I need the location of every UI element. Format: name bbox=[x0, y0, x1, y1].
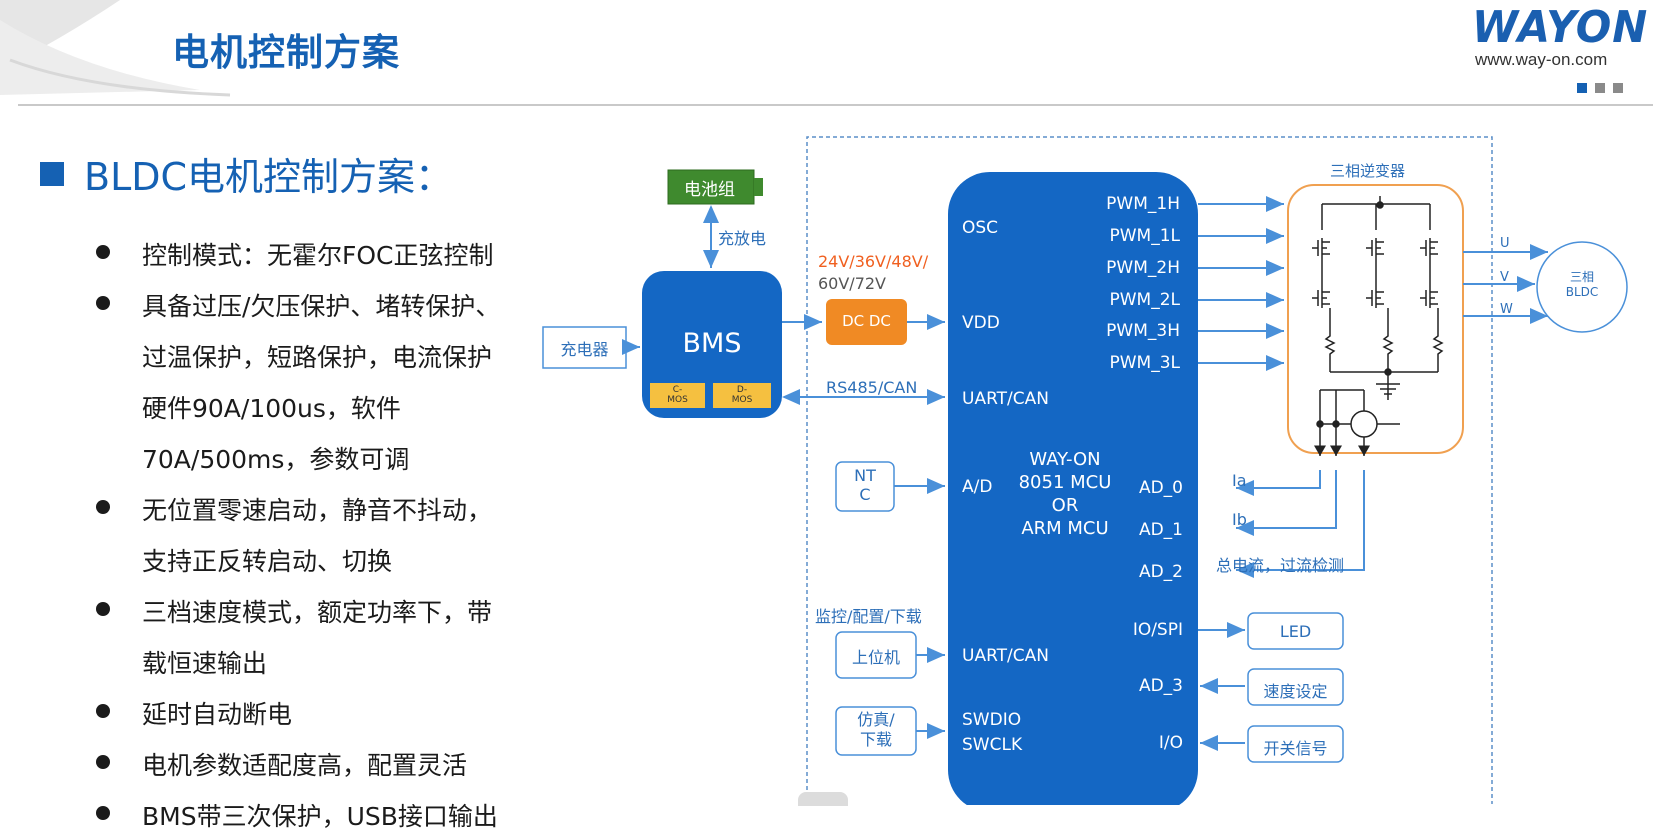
bullet-dot-icon bbox=[96, 704, 110, 718]
inverter-circuit bbox=[1312, 196, 1444, 456]
pin-pwm-2h: PWM_2H bbox=[1106, 258, 1180, 278]
bullet-dot-icon bbox=[96, 806, 110, 820]
feature-bullet-text: 电机参数适配度高，配置灵活 bbox=[142, 751, 468, 780]
ntc-label: NT C bbox=[854, 466, 876, 504]
bullet-dot-icon bbox=[96, 602, 110, 616]
ib-label: Ib bbox=[1232, 510, 1247, 529]
pin-uart-can-2: UART/CAN bbox=[962, 646, 1049, 666]
voltage-label-2: 60V/72V bbox=[818, 274, 886, 293]
dcdc-block bbox=[826, 299, 907, 345]
bms-label: BMS bbox=[682, 328, 742, 359]
motor-label: 三相 BLDC bbox=[1565, 270, 1599, 299]
phase-w-label: W bbox=[1500, 302, 1513, 317]
switch-signal-block bbox=[1247, 725, 1344, 763]
voltage-label-1: 24V/36V/48V/ bbox=[818, 252, 929, 271]
mcu-name-label: WAY-ON 8051 MCU OR ARM MCU bbox=[1018, 449, 1112, 539]
mcu-block bbox=[948, 172, 1198, 805]
pin-uart-can-1: UART/CAN bbox=[962, 389, 1049, 409]
inverter-block bbox=[1287, 184, 1464, 454]
ia-label: Ia bbox=[1232, 471, 1247, 490]
feature-bullet-text: 延时自动断电 bbox=[142, 700, 293, 729]
pwm-arrows bbox=[1198, 196, 1284, 371]
pin-io: I/O bbox=[1158, 733, 1183, 753]
pin-ad-0: AD_0 bbox=[1138, 478, 1183, 498]
pin-pwm-1l: PWM_1L bbox=[1109, 226, 1180, 246]
pin-ad-3: AD_3 bbox=[1138, 676, 1183, 696]
dashed-frame bbox=[806, 136, 1493, 804]
speed-set-label: 速度设定 bbox=[1263, 682, 1328, 701]
pin-ad-1: AD_1 bbox=[1138, 520, 1183, 540]
bullet-dot-icon bbox=[96, 500, 110, 514]
battery-block bbox=[667, 169, 755, 205]
led-block bbox=[1247, 612, 1344, 650]
logo-dots-decoration bbox=[1577, 78, 1631, 97]
c-mos-label: C- MOS bbox=[667, 385, 688, 405]
heading-square-icon bbox=[40, 161, 64, 186]
feature-bullet-text: 过温保护，短路保护，电流保护 bbox=[142, 343, 493, 372]
pin-swdio: SWDIO bbox=[962, 710, 1022, 730]
phase-arrows bbox=[1463, 244, 1548, 324]
block-diagram bbox=[542, 136, 1628, 805]
monitor-label: 监控/配置/下载 bbox=[815, 607, 922, 626]
feature-bullet-text: 载恒速输出 bbox=[142, 649, 268, 678]
host-label: 上位机 bbox=[851, 648, 900, 667]
pin-pwm-3l: PWM_3L bbox=[1109, 353, 1180, 373]
feature-bullet-text: 70A/500ms，参数可调 bbox=[142, 445, 410, 474]
section-heading-text: BLDC电机控制方案： bbox=[84, 155, 454, 199]
total-current-label: 总电流，过流检测 bbox=[1216, 556, 1345, 575]
charge-discharge-label: 充放电 bbox=[718, 229, 767, 248]
feature-bullet-text: 三档速度模式，额定功率下，带 bbox=[142, 598, 493, 627]
charger-label: 充电器 bbox=[560, 340, 609, 359]
feature-bullet-text: 支持正反转启动、切换 bbox=[142, 547, 393, 576]
battery-label: 电池组 bbox=[684, 180, 735, 200]
feature-bullet-text: 硬件90A/100us，软件 bbox=[142, 394, 401, 423]
c-mos-block bbox=[650, 383, 705, 408]
pin-pwm-2l: PWM_2L bbox=[1109, 290, 1180, 310]
speed-set-block bbox=[1247, 668, 1344, 706]
current-sense-lines bbox=[1236, 470, 1365, 578]
section-heading: BLDC电机控制方案： bbox=[40, 146, 453, 201]
header-divider bbox=[18, 104, 1653, 106]
led-label: LED bbox=[1279, 622, 1312, 641]
pin-ad-2: AD_2 bbox=[1138, 562, 1183, 582]
motor-block bbox=[1536, 241, 1628, 333]
d-mos-block bbox=[713, 383, 771, 408]
pin-pwm-3h: PWM_3H bbox=[1106, 321, 1180, 341]
pin-io-spi: IO/SPI bbox=[1132, 620, 1183, 640]
company-logo: WAYON bbox=[1472, 2, 1649, 53]
battery-terminal bbox=[754, 178, 763, 196]
slide-scroll-tab[interactable] bbox=[798, 792, 848, 806]
pin-ad: A/D bbox=[962, 477, 993, 497]
d-mos-label: D- MOS bbox=[731, 385, 753, 405]
pin-osc: OSC bbox=[962, 218, 999, 238]
bullet-dot-icon bbox=[96, 755, 110, 769]
bms-block bbox=[642, 271, 782, 418]
inverter-label: 三相逆变器 bbox=[1330, 162, 1406, 180]
pin-vdd: VDD bbox=[962, 313, 1000, 333]
phase-u-label: U bbox=[1500, 236, 1510, 251]
header-swoosh-decoration bbox=[0, 0, 231, 97]
emulator-label: 仿真/ 下载 bbox=[857, 710, 895, 749]
feature-bullet-text: 无位置零速启动，静音不抖动， bbox=[142, 496, 493, 525]
bullet-dot-icon bbox=[96, 245, 110, 259]
pin-swclk: SWCLK bbox=[962, 735, 1023, 755]
switch-signal-label: 开关信号 bbox=[1263, 739, 1328, 758]
rs485-label: RS485/CAN bbox=[826, 378, 918, 397]
feature-bullet-text: 具备过压/欠压保护、堵转保护、 bbox=[142, 292, 501, 321]
pin-pwm-1h: PWM_1H bbox=[1106, 194, 1180, 214]
page-title: 电机控制方案 bbox=[172, 31, 400, 74]
dcdc-label: DC DC bbox=[842, 312, 891, 330]
phase-v-label: V bbox=[1500, 270, 1509, 285]
feature-bullet-text: 控制模式：无霍尔FOC正弦控制 bbox=[142, 241, 494, 270]
charger-block bbox=[542, 326, 627, 369]
bullet-dot-icon bbox=[96, 296, 110, 310]
company-url: www.way-on.com bbox=[1475, 50, 1608, 69]
